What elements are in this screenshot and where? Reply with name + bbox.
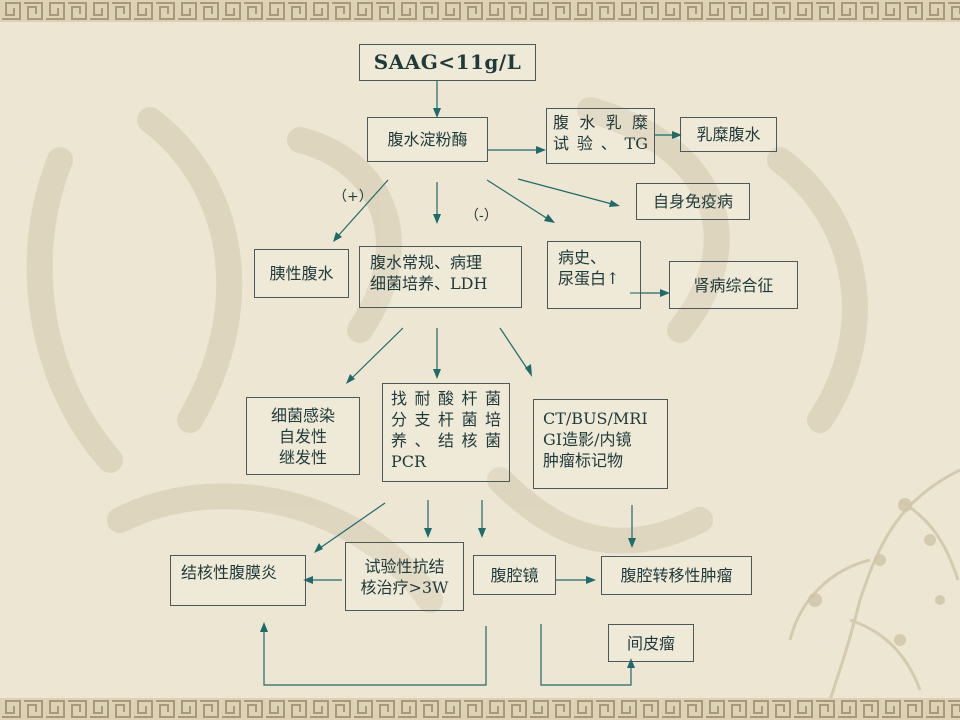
node-nephrotic-syndrome-line: 肾病综合征 bbox=[693, 275, 774, 295]
node-trial-anti-tb-therapy: 试验性抗结 核治疗>3W bbox=[345, 542, 464, 611]
connector-laparoscopy-to-tb bbox=[263, 626, 487, 686]
node-bacterial-infection-line-2: 自发性 bbox=[278, 426, 327, 446]
node-ascites-amylase-line: 腹水淀粉酶 bbox=[387, 130, 468, 149]
node-acid-fast-bacilli-line-2: 分 支 杆 菌 培 bbox=[391, 410, 501, 429]
node-imaging-tumor-markers-line-1: CT/BUS/MRI bbox=[543, 409, 648, 428]
node-imaging-tumor-markers-line-2: GI造影/内镜 bbox=[543, 430, 632, 449]
node-ascites-amylase: 腹水淀粉酶 bbox=[367, 117, 488, 162]
node-autoimmune-disease: 自身免疫病 bbox=[636, 183, 750, 220]
node-imaging-tumor-markers: CT/BUS/MRI GI造影/内镜 肿瘤标记物 bbox=[533, 399, 668, 489]
node-chyle-test-line-1: 腹 水 乳 糜 bbox=[553, 113, 648, 132]
top-border bbox=[0, 0, 960, 22]
arrow-amylase-to-history bbox=[486, 179, 549, 220]
node-acid-fast-bacilli-line-3: 养 、 结 核 菌 bbox=[391, 431, 501, 450]
node-routine-tests: 腹水常规、病理 细菌培养、LDH bbox=[359, 246, 522, 308]
node-metastatic-peritoneal-tumor-line: 腹腔转移性肿瘤 bbox=[620, 566, 733, 585]
node-bacterial-infection-line-1: 细菌感染 bbox=[270, 405, 335, 425]
arrow-routine-to-imaging bbox=[499, 327, 529, 371]
node-mesothelioma: 间皮瘤 bbox=[608, 624, 694, 662]
node-saag: SAAG<11g/L bbox=[359, 44, 536, 81]
label-negative: （-） bbox=[465, 208, 498, 224]
arrow-acid-fast-to-tb bbox=[319, 502, 386, 549]
node-nephrotic-syndrome: 肾病综合征 bbox=[669, 261, 798, 309]
node-chyle-test-line-2: 试验、TG bbox=[553, 134, 648, 153]
node-imaging-tumor-markers-line-3: 肿瘤标记物 bbox=[543, 451, 624, 470]
node-acid-fast-bacilli: 找耐酸杆菌 分 支 杆 菌 培 养 、 结 核 菌 PCR bbox=[382, 383, 510, 482]
node-history-proteinuria-line-2: 尿蛋白↑ bbox=[558, 269, 620, 288]
node-trial-anti-tb-therapy-line-2: 核治疗>3W bbox=[360, 577, 449, 597]
node-autoimmune-disease-line: 自身免疫病 bbox=[652, 192, 733, 211]
arrow-amylase-to-pancreatic bbox=[337, 179, 389, 237]
node-metastatic-peritoneal-tumor: 腹腔转移性肿瘤 bbox=[601, 556, 752, 595]
label-positive: （+） bbox=[333, 189, 373, 205]
node-acid-fast-bacilli-line-1: 找耐酸杆菌 bbox=[391, 389, 501, 408]
node-history-proteinuria-line-1: 病史、 bbox=[558, 248, 607, 267]
node-routine-tests-line-1: 腹水常规、病理 bbox=[370, 253, 483, 272]
node-chyle-test: 腹 水 乳 糜 试验、TG bbox=[546, 108, 655, 164]
connector-laparoscopy-to-mesothelioma bbox=[540, 624, 632, 686]
node-chylous-ascites: 乳糜腹水 bbox=[680, 117, 777, 152]
node-acid-fast-bacilli-line-4: PCR bbox=[391, 452, 427, 471]
node-trial-anti-tb-therapy-line-1: 试验性抗结 bbox=[364, 556, 445, 576]
node-tuberculous-peritonitis: 结核性腹膜炎 bbox=[170, 555, 306, 606]
arrow-amylase-to-autoimmune bbox=[517, 178, 613, 205]
node-tuberculous-peritonitis-line: 结核性腹膜炎 bbox=[181, 563, 278, 582]
node-pancreatic-ascites-line: 胰性腹水 bbox=[269, 264, 334, 283]
node-saag-line: SAAG<11g/L bbox=[373, 50, 522, 74]
node-chylous-ascites-line: 乳糜腹水 bbox=[696, 125, 761, 144]
node-routine-tests-line-2: 细菌培养、LDH bbox=[370, 274, 488, 293]
arrow-routine-to-infection bbox=[351, 327, 404, 379]
node-bacterial-infection-line-3: 继发性 bbox=[278, 447, 327, 467]
node-laparoscopy: 腹腔镜 bbox=[473, 555, 556, 595]
bottom-border bbox=[0, 698, 960, 720]
node-bacterial-infection: 细菌感染 自发性 继发性 bbox=[246, 397, 360, 475]
node-laparoscopy-line: 腹腔镜 bbox=[490, 565, 539, 585]
node-pancreatic-ascites: 胰性腹水 bbox=[254, 249, 349, 298]
node-mesothelioma-line: 间皮瘤 bbox=[626, 633, 675, 653]
node-history-proteinuria: 病史、 尿蛋白↑ bbox=[547, 241, 641, 309]
